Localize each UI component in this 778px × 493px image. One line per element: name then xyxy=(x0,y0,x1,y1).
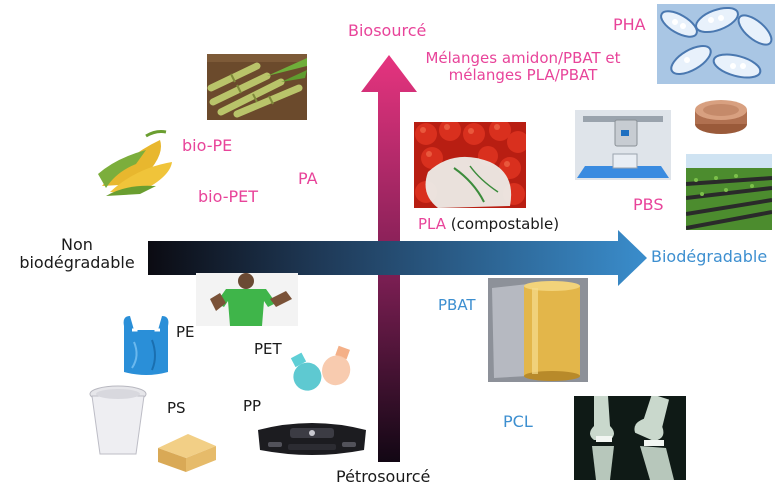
runner-shirt-photo xyxy=(196,273,298,326)
corn-photo xyxy=(96,128,176,198)
label-ps: PS xyxy=(167,399,186,417)
label-pcl: PCL xyxy=(503,412,533,431)
label-blends-line2: mélanges PLA/PBAT xyxy=(448,66,598,85)
car-bumper-photo xyxy=(254,416,370,458)
foam-clamshell-photo xyxy=(154,428,220,474)
axis-label-non: Non xyxy=(61,235,93,254)
axis-label-petrosource: Pétrosourcé xyxy=(336,467,431,486)
axis-label-non-biodegradable: Non biodégradable xyxy=(16,235,138,273)
label-pp: PP xyxy=(243,397,262,415)
sugarcane-photo xyxy=(207,54,307,120)
label-bio-pet: bio-PET xyxy=(198,187,258,206)
yogurt-cup-photo xyxy=(88,384,148,458)
tomatoes-compostable-bag-photo xyxy=(414,122,526,208)
pha-granules-microscope-photo xyxy=(657,4,775,84)
axis-label-biodegradable: Biodégradable xyxy=(651,247,768,266)
cosmetic-jar-photo xyxy=(692,90,750,138)
label-pa: PA xyxy=(298,169,318,188)
label-blends-line1: Mélanges amidon/PBAT et xyxy=(425,49,621,67)
3d-printer-photo xyxy=(575,110,671,180)
label-pla: PLA (compostable) xyxy=(418,215,560,233)
film-roll-photo xyxy=(488,278,588,382)
bottle-preforms-photo xyxy=(288,345,358,391)
axis-label-biosource: Biosourcé xyxy=(348,21,427,40)
label-bio-pe: bio-PE xyxy=(182,136,233,155)
axis-label-biodegradable-left: biodégradable xyxy=(19,253,135,273)
label-pla-name: PLA xyxy=(418,215,447,233)
horizontal-axis-arrow xyxy=(148,230,647,286)
label-blends: Mélanges amidon/PBAT et mélanges PLA/PBA… xyxy=(405,49,641,85)
label-pbat: PBAT xyxy=(438,296,476,314)
label-pla-note: (compostable) xyxy=(450,215,560,233)
plastic-bag-photo xyxy=(118,312,174,378)
knee-xray-photo xyxy=(574,396,686,480)
mulch-film-field-photo xyxy=(686,154,772,230)
label-pbs: PBS xyxy=(633,195,664,214)
label-pha: PHA xyxy=(613,15,646,34)
label-pet: PET xyxy=(254,340,282,358)
label-pe: PE xyxy=(176,323,195,341)
